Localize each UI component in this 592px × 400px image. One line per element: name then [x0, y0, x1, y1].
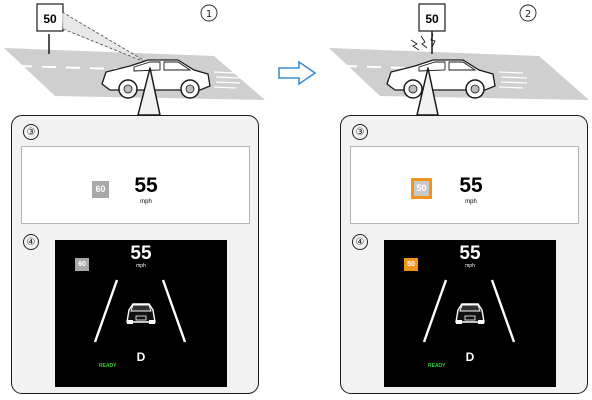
recognized-sign-value: 50 — [414, 181, 429, 196]
recognized-sign-icon: 50 — [404, 258, 418, 271]
gear-indicator: D — [136, 350, 146, 364]
road-scene-illustration: 50 2 — [329, 3, 589, 100]
car-icon — [101, 59, 211, 99]
speed-unit: mph — [136, 263, 146, 269]
marker-hud: ③ — [352, 124, 368, 140]
transition-arrow-icon — [278, 60, 317, 86]
marker-meter: ④ — [23, 234, 39, 250]
step-marker-circle — [200, 4, 218, 22]
lane-graphic — [422, 279, 516, 343]
car-rear-icon — [455, 303, 485, 324]
car-icon — [386, 59, 496, 99]
step-marker-circle — [519, 4, 537, 22]
speed-limit-sign-value: 50 — [425, 12, 439, 26]
speed-limit-sign-value: 50 — [43, 12, 57, 26]
active-driving-display: 50 55 mph — [350, 146, 579, 224]
vehicle-speed: 55 — [134, 174, 158, 197]
road-scene-illustration: 50 1 — [4, 3, 265, 100]
ready-indicator: READY — [428, 363, 446, 369]
vehicle-speed: 55 — [459, 174, 483, 197]
active-driving-display: 60 55 mph — [21, 146, 250, 224]
vehicle-speed: 55 — [130, 243, 152, 264]
step-marker-1: 1 — [206, 9, 212, 20]
recognized-sign-icon: 50 — [411, 178, 432, 199]
recognized-sign-icon: 60 — [75, 258, 89, 271]
scene-after: 50 2 — [325, 0, 592, 110]
ready-indicator: READY — [99, 363, 117, 369]
lane-graphic — [93, 279, 187, 343]
speed-limit-sign — [418, 3, 446, 32]
display-panel-before: ③ 60 55 mph ④ 60 55 mph D RE — [11, 115, 259, 394]
recognized-sign-icon: 60 — [92, 181, 109, 198]
gear-indicator: D — [465, 350, 475, 364]
instrument-cluster: 50 55 mph D READY — [384, 240, 556, 387]
speed-unit: mph — [140, 199, 152, 205]
callout-pointers — [137, 67, 439, 116]
display-panel-after: ③ 50 55 mph ④ 50 55 mph — [340, 115, 588, 394]
car-rear-icon — [126, 303, 156, 324]
marker-meter: ④ — [352, 234, 368, 250]
instrument-cluster: 60 55 mph D READY — [55, 240, 227, 387]
speed-unit: mph — [465, 199, 477, 205]
scene-before: 50 1 — [0, 0, 270, 110]
recognition-spark-icon — [410, 33, 436, 51]
callout-cover — [0, 105, 39, 125]
motion-lines — [498, 71, 528, 89]
vehicle-speed: 55 — [459, 243, 481, 264]
marker-hud: ③ — [23, 124, 39, 140]
speed-unit: mph — [465, 263, 475, 269]
motion-lines — [213, 71, 241, 89]
step-marker-2: 2 — [525, 9, 531, 20]
